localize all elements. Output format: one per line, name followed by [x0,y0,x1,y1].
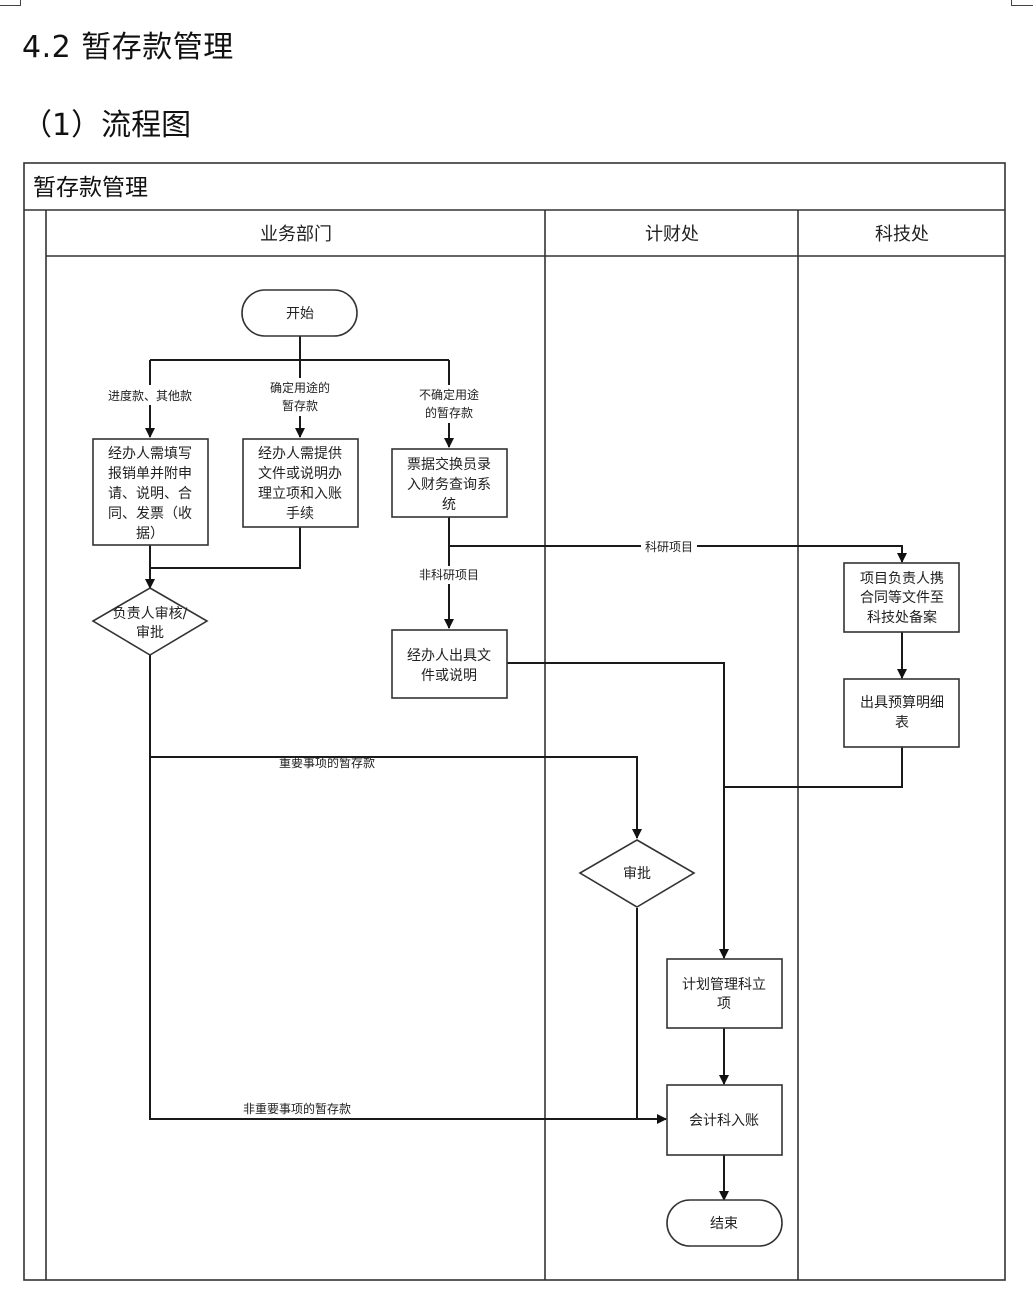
node-manager-review[interactable]: 负责人审核/ 审批 [91,587,209,656]
svg-text:审批: 审批 [136,625,164,641]
node-plan-project[interactable]: 计划管理科立 项 [666,958,783,1029]
svg-text:科技处备案: 科技处备案 [867,609,937,626]
node-accounting[interactable]: 会计科入账 [666,1084,783,1156]
svg-text:不确定用途: 不确定用途 [419,387,479,402]
svg-text:理立项和入账: 理立项和入账 [258,486,342,502]
edge-budget-to-plan [724,747,903,788]
pool: 暂存款管理 业务部门 计财处 科技处 [23,162,1006,1281]
svg-text:进度款、其他款: 进度款、其他款 [108,388,192,403]
svg-text:经办人需提供: 经办人需提供 [258,446,342,462]
svg-text:负责人审核/: 负责人审核/ [113,606,188,622]
svg-text:开始: 开始 [286,306,314,322]
svg-text:非重要事项的暂存款: 非重要事项的暂存款 [243,1101,351,1116]
svg-text:项: 项 [717,996,731,1012]
svg-text:计划管理科立: 计划管理科立 [682,977,766,993]
sub-title: （1）流程图 [22,108,192,143]
edge-label-research: 科研项目 [641,538,697,554]
section-title: 4.2 暂存款管理 [22,30,234,65]
svg-text:入财务查询系: 入财务查询系 [407,477,491,493]
edge-label-determined: 确定用途的 暂存款 [262,378,338,416]
svg-text:确定用途的: 确定用途的 [270,380,330,395]
svg-text:非科研项目: 非科研项目 [419,568,479,582]
nodes: 开始 经办人需填写 报销单并附申 请、说明、合 同、发票（收 据） 经办人需提供… [91,289,960,1247]
svg-text:请、说明、合: 请、说明、合 [108,486,192,502]
node-pi-file[interactable]: 项目负责人携 合同等文件至 科技处备案 [843,562,960,633]
svg-text:的暂存款: 的暂存款 [425,405,473,420]
page-corner-mark-left [0,0,21,6]
svg-text:同、发票（收: 同、发票（收 [108,506,192,522]
edge-label-undetermined: 不确定用途 的暂存款 [411,385,487,423]
svg-text:经办人出具文: 经办人出具文 [407,648,491,664]
node-ticket-entry[interactable]: 票据交换员录 入财务查询系 统 [391,448,508,518]
svg-text:审批: 审批 [623,866,651,882]
svg-text:手续: 手续 [286,505,314,522]
svg-text:表: 表 [895,715,909,731]
lane-header-business: 业务部门 [260,224,332,245]
lane-header-tech: 科技处 [875,224,929,245]
svg-text:项目负责人携: 项目负责人携 [860,571,944,587]
pool-border [23,162,1006,1281]
node-provide-docs[interactable]: 经办人需提供 文件或说明办 理立项和入账 手续 [242,438,359,528]
svg-text:重要事项的暂存款: 重要事项的暂存款 [279,755,375,770]
svg-text:科研项目: 科研项目 [645,540,693,554]
lane-header-finance: 计财处 [645,224,699,245]
svg-text:暂存款: 暂存款 [282,399,318,413]
edge-issue-docs-to-plan [507,662,729,959]
edge-review-to-approve [149,655,642,839]
svg-text:合同等文件至: 合同等文件至 [860,589,944,606]
pool-title: 暂存款管理 [33,175,148,201]
svg-text:结束: 结束 [710,1216,738,1232]
node-issue-docs[interactable]: 经办人出具文 件或说明 [391,629,508,699]
node-fill-form[interactable]: 经办人需填写 报销单并附申 请、说明、合 同、发票（收 据） [92,438,209,546]
svg-text:件或说明: 件或说明 [421,668,477,684]
svg-text:出具预算明细: 出具预算明细 [860,695,944,711]
edge-label-non-research: 非科研项目 [414,566,484,584]
svg-text:报销单并附申: 报销单并附申 [108,466,192,482]
edge-labels: 进度款、其他款 确定用途的 暂存款 不确定用途 的暂存款 科研项目 非科研项目 … [100,378,697,1116]
edge-review-to-accounting [149,757,667,1124]
page-corner-mark-right [1011,0,1033,6]
node-end[interactable]: 结束 [666,1199,783,1247]
svg-text:文件或说明办: 文件或说明办 [258,466,342,482]
edge-provide-docs-to-review [150,527,301,569]
svg-text:经办人需填写: 经办人需填写 [108,446,192,462]
svg-text:票据交换员录: 票据交换员录 [407,456,491,473]
node-approve[interactable]: 审批 [578,839,696,908]
node-budget[interactable]: 出具预算明细 表 [843,678,960,748]
svg-text:据）: 据） [136,526,164,542]
edge-label-progress: 进度款、其他款 [100,385,200,405]
svg-text:会计科入账: 会计科入账 [689,1113,759,1129]
svg-text:统: 统 [442,497,456,513]
node-start[interactable]: 开始 [241,289,358,337]
edges [145,336,907,1201]
edge-label-non-important: 非重要事项的暂存款 [243,1101,351,1116]
edge-label-important: 重要事项的暂存款 [279,755,375,770]
